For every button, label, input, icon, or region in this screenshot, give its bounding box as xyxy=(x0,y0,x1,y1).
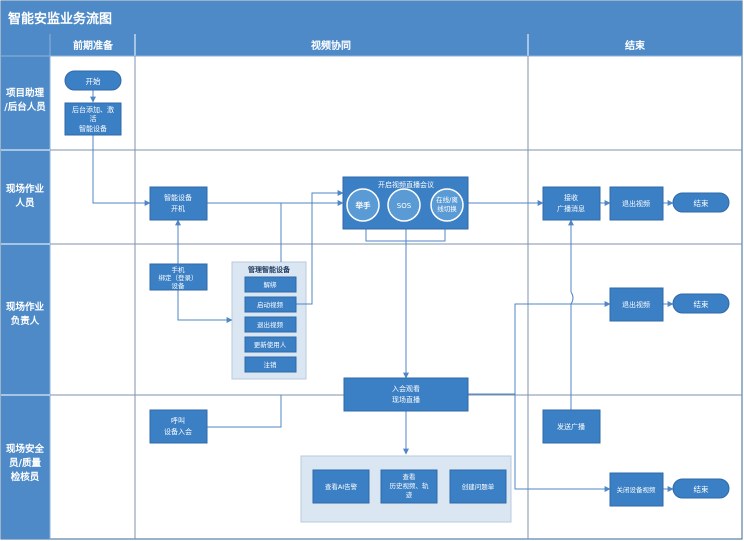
leader-exit-label: 退出视频 xyxy=(622,300,650,309)
add-device-label-2: 活 xyxy=(90,114,97,123)
lane-header-column xyxy=(1,56,50,539)
manage-item-unbind-label: 解绑 xyxy=(264,280,278,289)
view-history-label-2: 历史视频、轨 xyxy=(390,481,430,490)
join-watch-label-2: 现场直播 xyxy=(392,395,420,404)
lane-label-inspector-3: 检核员 xyxy=(11,471,40,483)
manage-device-title: 管理智能设备 xyxy=(248,265,291,274)
worker-exit-node xyxy=(609,186,664,221)
online-switch-label-2: 线切换 xyxy=(437,204,457,213)
lane-label-leader-1: 现场作业 xyxy=(6,301,45,313)
lane-label-inspector-2: 员/质量 xyxy=(9,457,41,469)
receive-broadcast-label-2: 广播消息 xyxy=(557,204,585,213)
manage-item-update-user xyxy=(244,336,297,353)
view-history-label-3: 迹 xyxy=(406,490,413,499)
create-issue-node xyxy=(449,469,507,504)
title-bar xyxy=(1,1,742,34)
worker-end-label: 结束 xyxy=(694,198,709,208)
call-device-node xyxy=(149,409,208,444)
connectors xyxy=(90,90,674,492)
call-device-label-1: 呼叫 xyxy=(171,416,185,425)
worker-exit-label: 退出视频 xyxy=(622,199,650,208)
phase-header-end: 结束 xyxy=(625,39,646,52)
conference-label: 开启视频直播会议 xyxy=(378,180,434,189)
leader-end-node xyxy=(672,293,730,314)
online-switch-label-1: 在线/离 xyxy=(436,195,458,204)
raise-hand-node xyxy=(346,188,380,222)
send-broadcast-node xyxy=(542,409,601,444)
manage-item-exit-video-label: 退出视频 xyxy=(257,320,284,329)
diagram-title: 智能安监业务流图 xyxy=(8,11,112,27)
lane-label-leader-2: 负责人 xyxy=(11,315,40,327)
close-video-node xyxy=(609,472,664,507)
add-device-label-3: 智能设备 xyxy=(79,124,107,133)
lane-label-inspector-1: 现场安全 xyxy=(6,443,45,455)
device-on-node xyxy=(149,186,208,221)
start-node-label: 开始 xyxy=(86,76,101,86)
device-on-label-1: 智能设备 xyxy=(164,193,192,202)
view-history-node xyxy=(380,469,438,504)
online-switch-node xyxy=(430,188,464,222)
phone-bind-label-1: 手机 xyxy=(172,265,186,274)
start-node xyxy=(64,70,122,91)
phone-bind-label-2: 绑定（登录） xyxy=(159,273,198,282)
manage-device-items: 解绑 启动视频 退出视频 更新使用人 注销 xyxy=(244,276,297,373)
view-ai-alert-node xyxy=(312,469,370,504)
phase-header-video: 视频协同 xyxy=(311,39,351,52)
receive-broadcast-node xyxy=(542,186,601,221)
create-issue-label: 创建问题单 xyxy=(462,482,495,491)
sos-node xyxy=(387,188,421,222)
lane-label-assistant-1: 项目助理 xyxy=(6,87,45,99)
view-ai-alert-label: 查看AI告警 xyxy=(325,482,358,491)
manage-item-deregister-label: 注销 xyxy=(264,360,278,369)
join-watch-label-1: 入会观看 xyxy=(392,384,420,393)
add-device-node xyxy=(64,102,122,136)
call-device-label-2: 设备入会 xyxy=(164,427,192,436)
add-device-label-1: 后台添加、激 xyxy=(72,105,114,114)
lane-label-worker-2: 人员 xyxy=(15,197,35,209)
phone-bind-label-3: 设备 xyxy=(172,281,186,290)
raise-hand-label: 举手 xyxy=(355,200,371,210)
manage-item-start-video xyxy=(244,296,297,313)
manage-item-deregister xyxy=(244,356,297,373)
phase-header-prep: 前期准备 xyxy=(73,39,114,52)
leader-end-label: 结束 xyxy=(694,299,709,309)
phone-bind-node xyxy=(149,263,208,291)
worker-end-node xyxy=(672,192,730,213)
manage-item-update-user-label: 更新使用人 xyxy=(254,340,287,349)
close-video-label: 关闭设备视频 xyxy=(617,485,657,494)
inspector-end-label: 结束 xyxy=(694,484,709,494)
send-broadcast-label: 发送广播 xyxy=(557,422,585,431)
join-watch-node xyxy=(343,377,469,412)
inspector-end-node xyxy=(672,478,730,499)
receive-broadcast-label-1: 接收 xyxy=(564,193,578,202)
sos-label: SOS xyxy=(397,202,412,210)
view-history-label-1: 查看 xyxy=(403,472,417,481)
lane-label-assistant-2: /后台人员 xyxy=(4,101,46,113)
manage-item-exit-video xyxy=(244,316,297,333)
leader-exit-node xyxy=(609,287,664,322)
phase-header-bar xyxy=(1,34,742,56)
device-on-label-2: 开机 xyxy=(171,204,185,213)
lane-label-worker-1: 现场作业 xyxy=(6,183,45,195)
manage-item-start-video-label: 启动视频 xyxy=(257,300,284,309)
manage-item-unbind xyxy=(244,276,297,293)
